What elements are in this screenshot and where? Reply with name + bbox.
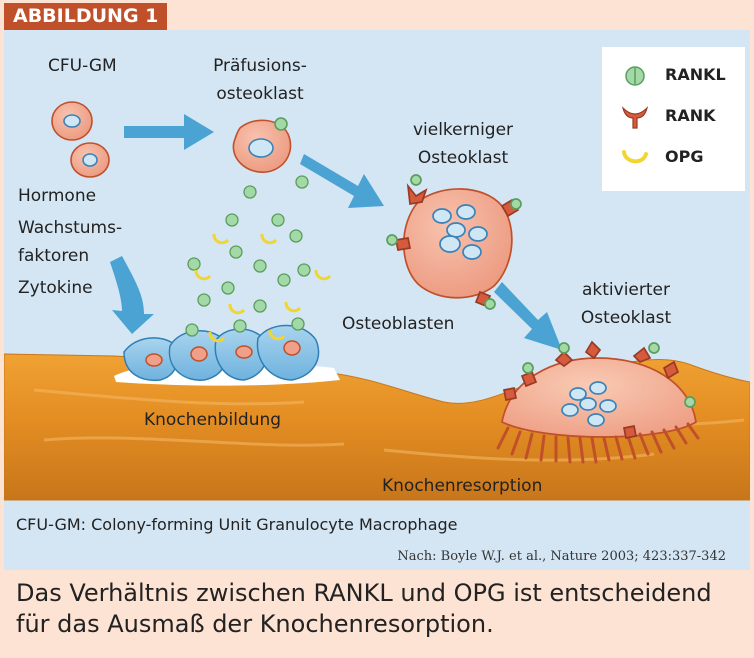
legend-item-rank: RANK [602, 102, 745, 132]
label-wachstum-1: Wachstums- [18, 218, 123, 238]
legend-label-opg: OPG [665, 147, 704, 166]
legend: RANKL RANK OPG [602, 47, 745, 191]
label-knochenbildung: Knochenbildung [144, 410, 282, 430]
source-citation: Nach: Boyle W.J. et al., Nature 2003; 42… [397, 549, 726, 564]
summary-text: Das Verhältnis zwischen RANKL und OPG is… [16, 579, 712, 638]
label-wachstum-2: faktoren [18, 246, 90, 266]
praefusion-osteoklast [232, 117, 292, 173]
label-osteoblasten: Osteoblasten [342, 314, 455, 334]
arrow-praefusion-to-vielkernig [300, 154, 384, 208]
vielkerniger-osteoklast [386, 174, 522, 310]
rankl-icon [625, 66, 645, 86]
figure-title: ABBILDUNG 1 [4, 3, 168, 30]
rank-icon [621, 106, 649, 129]
legend-item-rankl: RANKL [602, 61, 745, 91]
label-praefusion-2: osteoklast [216, 84, 304, 104]
label-aktivierter-1: aktivierter [582, 280, 670, 300]
opg-icon [622, 150, 648, 164]
label-cfu-gm: CFU-GM [48, 56, 117, 76]
label-vielkerniger-2: Osteoklast [417, 148, 509, 168]
diagram-panel: CFU-GM Präfusions- osteoklast vielkernig… [4, 30, 750, 570]
cfu-gm-cells [51, 101, 110, 178]
legend-item-opg: OPG [602, 143, 745, 173]
arrow-cfu-to-praefusion [124, 114, 214, 150]
label-praefusion-1: Präfusions- [213, 56, 307, 76]
arrow-factors-to-osteoblasten [110, 256, 154, 334]
osteoblasten [123, 324, 320, 382]
label-zytokine: Zytokine [18, 278, 93, 298]
label-knochenresorption: Knochenresorption [382, 476, 543, 496]
caption: CFU-GM: Colony-forming Unit Granulocyte … [16, 515, 458, 534]
diagram-art [4, 101, 750, 501]
label-aktivierter-2: Osteoklast [580, 308, 672, 328]
rankl-opg-particles [185, 175, 332, 343]
legend-label-rankl: RANKL [665, 65, 726, 84]
aktivierter-osteoklast [496, 340, 700, 464]
label-hormone: Hormone [18, 186, 97, 206]
arrow-vielkernig-to-aktiviert [494, 282, 562, 350]
legend-label-rank: RANK [665, 106, 716, 125]
label-vielkerniger-1: vielkerniger [412, 120, 514, 140]
